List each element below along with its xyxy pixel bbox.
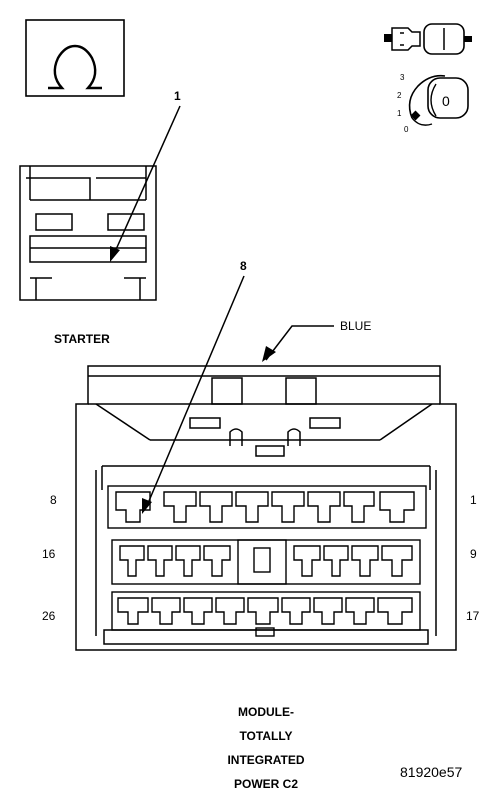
pin-label-9: 9: [470, 547, 477, 561]
title-line-3: INTEGRATED: [227, 753, 305, 767]
wire-color-leader: [265, 325, 334, 361]
starter-label: STARTER: [54, 332, 110, 346]
diagram-title: MODULE- TOTALLY INTEGRATED POWER C2: [196, 700, 336, 796]
pin-label-1: 1: [470, 493, 477, 507]
wire-color-arrowhead: [262, 346, 276, 362]
connector-row-1: [107, 485, 427, 529]
ignition-position-2: 2: [397, 91, 402, 100]
pin-label-8: 8: [50, 493, 57, 507]
callout-8-label: 8: [240, 259, 247, 273]
pin-label-16: 16: [42, 547, 56, 561]
callout-1-label: 1: [174, 89, 181, 103]
main-connector-body: [75, 365, 457, 651]
ignition-position-3: 3: [400, 73, 405, 82]
title-line-1: MODULE-: [238, 705, 294, 719]
callout-1-leader: [113, 105, 181, 255]
title-line-2: TOTALLY: [239, 729, 293, 743]
ignition-key-icon: [384, 23, 472, 55]
ignition-position-0: 0: [404, 125, 409, 134]
pin-label-17: 17: [466, 609, 480, 623]
pin-label-26: 26: [42, 609, 56, 623]
callout-8-leader: [145, 275, 245, 509]
connector-row-2: [111, 539, 421, 585]
omega-symbol-icon: [25, 19, 125, 97]
mating-connector-face: [19, 165, 157, 301]
wire-color-label: BLUE: [340, 319, 371, 333]
ignition-dial-icon: 3 2 1 0 0: [397, 73, 469, 134]
ignition-position-1: 1: [397, 109, 402, 118]
connector-row-3: [111, 591, 421, 637]
callout-1-arrowhead: [110, 246, 120, 262]
ignition-key-position: 0: [442, 93, 450, 109]
title-line-4: POWER C2: [233, 777, 298, 791]
figure-id: 81920e57: [400, 764, 463, 780]
